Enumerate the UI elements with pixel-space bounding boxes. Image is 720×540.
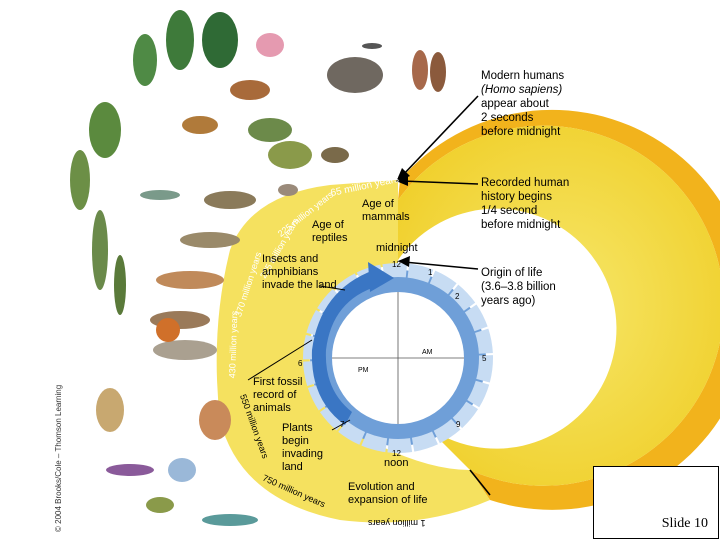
band-label-430: 430 million years [227,310,240,379]
arrow-plants [331,419,351,431]
clock-2: 2 [455,292,460,301]
clock-7: 7 [340,420,345,429]
clock-ring-light [303,263,493,453]
human-illustration [412,50,428,90]
clock-1: 1 [428,268,433,277]
arrowhead-origin-of-life [398,256,410,267]
tree-illustration [89,102,121,158]
sweep-arrow [311,270,378,425]
label-evolution: Evolution and expansion of life [348,481,428,506]
fish-illustration [156,271,224,289]
mammoth-illustration [327,57,383,93]
arrow-origin-of-life [403,261,479,270]
bird-illustration [362,43,382,49]
worm-illustration [106,464,154,476]
arrow-insects [319,285,346,291]
tree-illustration [70,150,90,210]
turtle-illustration [321,147,349,163]
clock-12-top: 12 [392,260,401,269]
worm-illustration [202,514,258,526]
reptile-illustration [204,191,256,209]
clock-9: 9 [456,420,461,429]
human-illustration [430,52,446,92]
arrowhead-recorded-history [396,176,408,186]
clock-5: 5 [482,354,487,363]
fish-illustration [153,340,217,360]
note-modern-humans: Modern humans (Homo sapiens) appear abou… [481,69,601,139]
clock-pm: PM [358,367,369,374]
jellyfish-illustration [168,458,196,482]
sponge-illustration [96,388,124,432]
arrow-first-fossil [247,339,313,381]
reptile-illustration [180,232,240,248]
tree-illustration [166,10,194,70]
time-spiral-inner [398,125,720,486]
note-modern-humans-line2: (Homo sapiens) [481,84,563,96]
note-recorded-history: Recorded human history begins 1/4 second… [481,177,570,231]
clock-12-bottom: 12 [392,449,401,458]
flower-illustration [256,33,284,57]
band-label-1: 1 million years [368,518,426,528]
slide-number-box: Slide 10 [593,466,719,539]
sweep-arrowhead [368,262,394,292]
dinosaur-illustration [230,80,270,100]
note-modern-humans-line1: Modern humans [481,70,565,82]
plant-illustration [92,210,108,290]
note-modern-humans-line3: appear about 2 seconds before midnight [481,98,561,138]
label-age-of-reptiles: Age of reptiles [312,219,348,244]
clock-am: AM [422,349,433,356]
label-first-fossil: First fossil record of animals [253,376,303,414]
arrow-evolution [469,469,491,496]
label-insects: Insects and amphibians invade the land [262,253,337,291]
copyright-credit: © 2004 Brooks/Cole – Thomson Learning [54,384,63,532]
dinosaur-illustration [182,116,218,134]
starfish-illustration [156,318,180,342]
label-age-of-mammals: Age of mammals [362,198,410,223]
label-midnight: midnight [376,242,418,254]
note-origin-of-life: Origin of life (3.6–3.8 billion years ag… [481,267,556,307]
arrowhead-modern-humans [396,168,410,182]
spiral-fill [216,180,490,523]
tree-illustration [202,12,238,68]
organism-illustrations [70,10,446,526]
rodent-illustration [278,184,298,196]
algae-illustration [146,497,174,513]
trilobite-illustration [199,400,231,440]
slide-number: Slide 10 [661,516,708,531]
label-noon: noon [384,457,409,469]
tree-illustration [133,34,157,86]
label-plants: Plants begin invading land [282,422,323,473]
dinosaur-illustration [248,118,292,142]
arrow-modern-humans [401,95,479,177]
dragonfly-illustration [140,190,180,200]
clock-6: 6 [298,359,303,368]
dinosaur-illustration [268,141,312,169]
plant-illustration [114,255,126,315]
arrow-recorded-history [401,180,479,185]
